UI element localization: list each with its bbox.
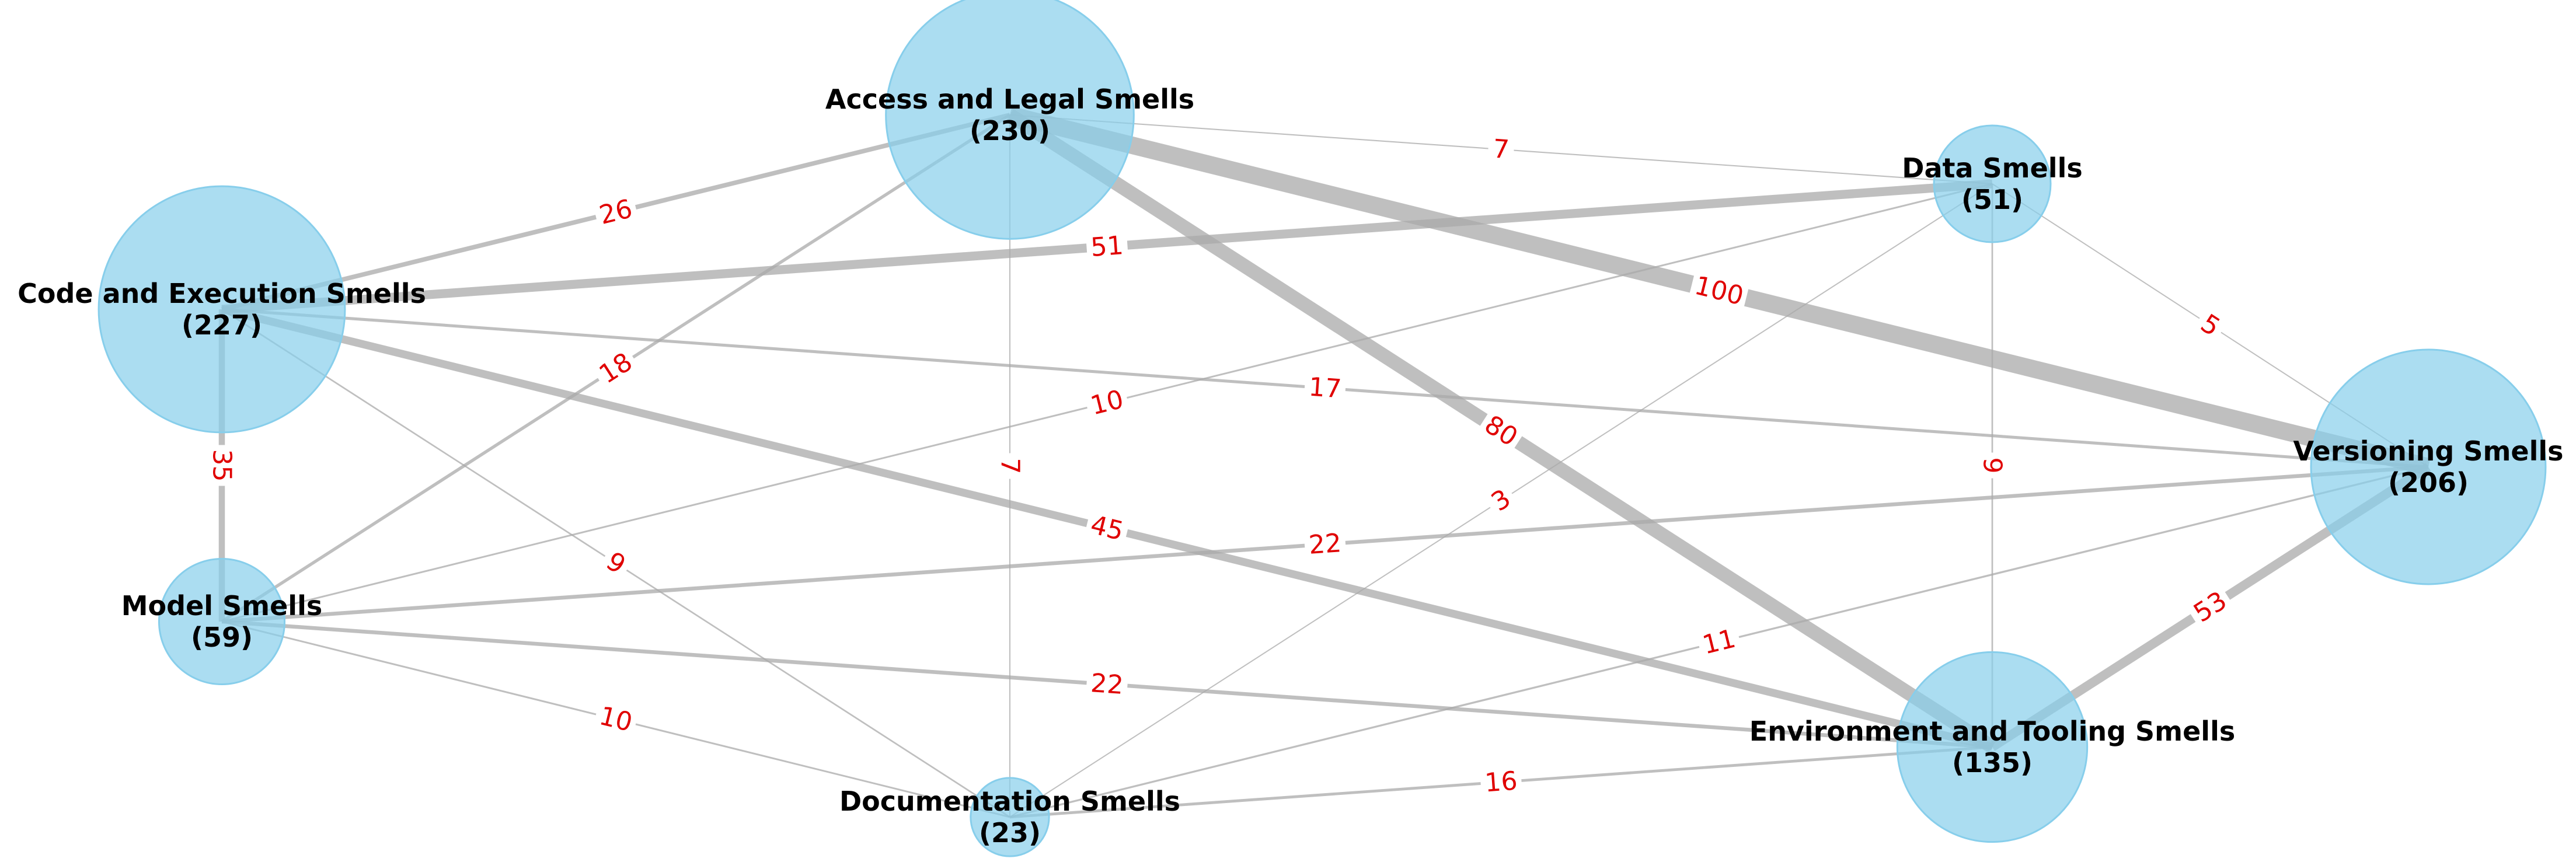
edge-label-background [1303,370,1347,406]
edge-label-background [590,343,642,393]
node-access [885,0,1135,240]
edge-label-code-model: 35 [205,445,238,486]
edge-label-data-model: 10 [1083,382,1131,424]
edge-label-background [994,453,1026,479]
edge-weight-text: 7 [995,458,1025,474]
node-label-model: Model Smells [121,590,322,622]
edge-weight-text: 100 [1692,271,1747,312]
edge-label-versioning-model: 22 [1303,526,1347,562]
node-model [158,557,286,686]
edge-label-code-documentation: 9 [596,542,636,584]
node-count-code: (227) [182,309,262,341]
edge-label-access-model: 18 [590,343,642,393]
edge-label-model-documentation: 10 [592,698,640,741]
edge-label-versioning-environment: 53 [2184,582,2237,632]
node-versioning [2310,348,2547,585]
edge-label-environment-documentation: 16 [1479,764,1523,800]
edge-label-background [1085,666,1129,702]
edge-label-background [1085,229,1129,264]
edge-label-background [1481,480,1521,521]
edge-weight-text: 22 [1090,668,1124,700]
edge-label-background [2190,305,2230,346]
node-count-access: (230) [970,115,1050,146]
edge-label-access-data: 7 [1487,132,1515,167]
edge-label-background [1083,382,1131,424]
edge-label-background [1083,507,1131,549]
edge-label-access-versioning: 100 [1688,268,1751,314]
node-label-access: Access and Legal Smells [825,83,1194,115]
edge-label-code-versioning: 17 [1303,370,1347,406]
nodes-layer [97,0,2547,857]
edge-label-background [2184,582,2237,632]
edge-label-background [1976,452,2009,479]
edge-weight-text: 9 [1978,458,2007,474]
node-count-versioning: (206) [2388,467,2469,498]
edge-label-background [1479,764,1523,800]
edge-weight-text: 7 [1492,134,1510,165]
edge-label-code-environment: 45 [1083,507,1131,549]
edge-label-background [1695,621,1743,663]
node-label-data: Data Smells [1902,152,2082,184]
node-count-environment: (135) [1952,747,2033,779]
node-environment [1896,651,2089,843]
node-count-model: (59) [191,622,253,653]
edge-weight-text: 22 [1308,528,1342,560]
edge-label-background [1487,132,1515,167]
edge-label-access-code: 26 [592,191,640,233]
node-label-code: Code and Execution Smells [18,278,426,309]
edge-label-versioning-documentation: 11 [1695,621,1743,663]
edge-label-data-documentation: 3 [1481,480,1521,521]
edge-label-data-environment: 9 [1976,452,2009,479]
node-data [1933,124,2052,243]
edge-label-data-versioning: 5 [2190,305,2230,346]
edge-label-background [596,542,636,584]
edge-weight-text: 16 [1484,766,1518,798]
edge-weight-text: 17 [1308,372,1342,404]
node-count-documentation: (23) [979,817,1041,849]
edge-label-background [1688,268,1751,314]
edge-label-background [205,445,238,486]
node-label-versioning: Versioning Smells [2293,435,2563,467]
edge-label-background [592,191,640,233]
edge-weight-text: 51 [1090,231,1124,263]
node-label-environment: Environment and Tooling Smells [1749,716,2235,747]
edge-weight-text: 18 [594,347,638,389]
node-label-documentation: Documentation Smells [839,786,1180,817]
edge-label-access-documentation: 7 [994,453,1026,479]
edge-label-model-environment: 22 [1085,666,1129,702]
node-labels-layer: Access and Legal Smells(230)Data Smells(… [18,83,2563,849]
node-count-data: (51) [1961,184,2023,215]
edge-label-code-data: 51 [1085,229,1129,264]
edges-layer [218,106,2431,819]
edge-label-background [1475,406,1528,456]
edge-label-background [1303,526,1347,562]
node-documentation [970,777,1050,857]
edge-weight-text: 35 [207,449,237,482]
node-code [97,185,346,434]
edge-label-background [592,698,640,741]
